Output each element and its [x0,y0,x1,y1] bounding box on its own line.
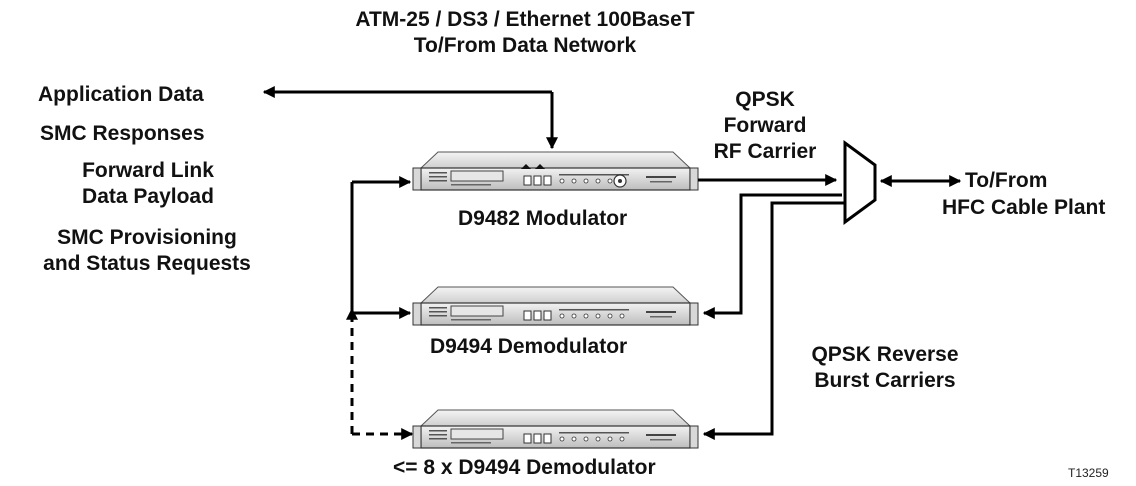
label-smc-responses: SMC Responses [40,122,205,145]
network-label-line1: ATM-25 / DS3 / Ethernet 100BaseT [355,8,695,31]
label-forward-link: Forward Link Data Payload [82,159,214,208]
d9482-modulator-unit [412,151,699,191]
d9494-demodulator-unit [412,286,699,326]
reverse-carrier-label: QPSK Reverse Burst Carriers [811,343,959,392]
modulator-controls [521,164,627,188]
network-label-line2: To/From Data Network [413,34,637,57]
hfc-label-line2: HFC Cable Plant [942,196,1106,219]
modulator-label: D9482 Modulator [458,207,628,230]
forward-carrier-label: QPSK Forward RF Carrier [713,88,817,163]
rf-combiner [843,140,877,225]
demodulator-label: D9494 Demodulator [430,335,628,358]
figure-id: T13259 [1068,466,1109,480]
d9494-demodulator-array-unit [412,409,699,449]
hfc-label-line1: To/From [965,169,1048,192]
reverse-burst-paths [702,193,845,440]
control-bus [346,176,414,440]
label-application-data: Application Data [38,83,204,106]
network-label: ATM-25 / DS3 / Ethernet 100BaseT To/From… [335,7,715,59]
demodulator-array-label: <= 8 x D9494 Demodulator [393,456,656,479]
label-smc-provisioning: SMC Provisioning and Status Requests [43,226,251,275]
network-connection [262,86,558,150]
